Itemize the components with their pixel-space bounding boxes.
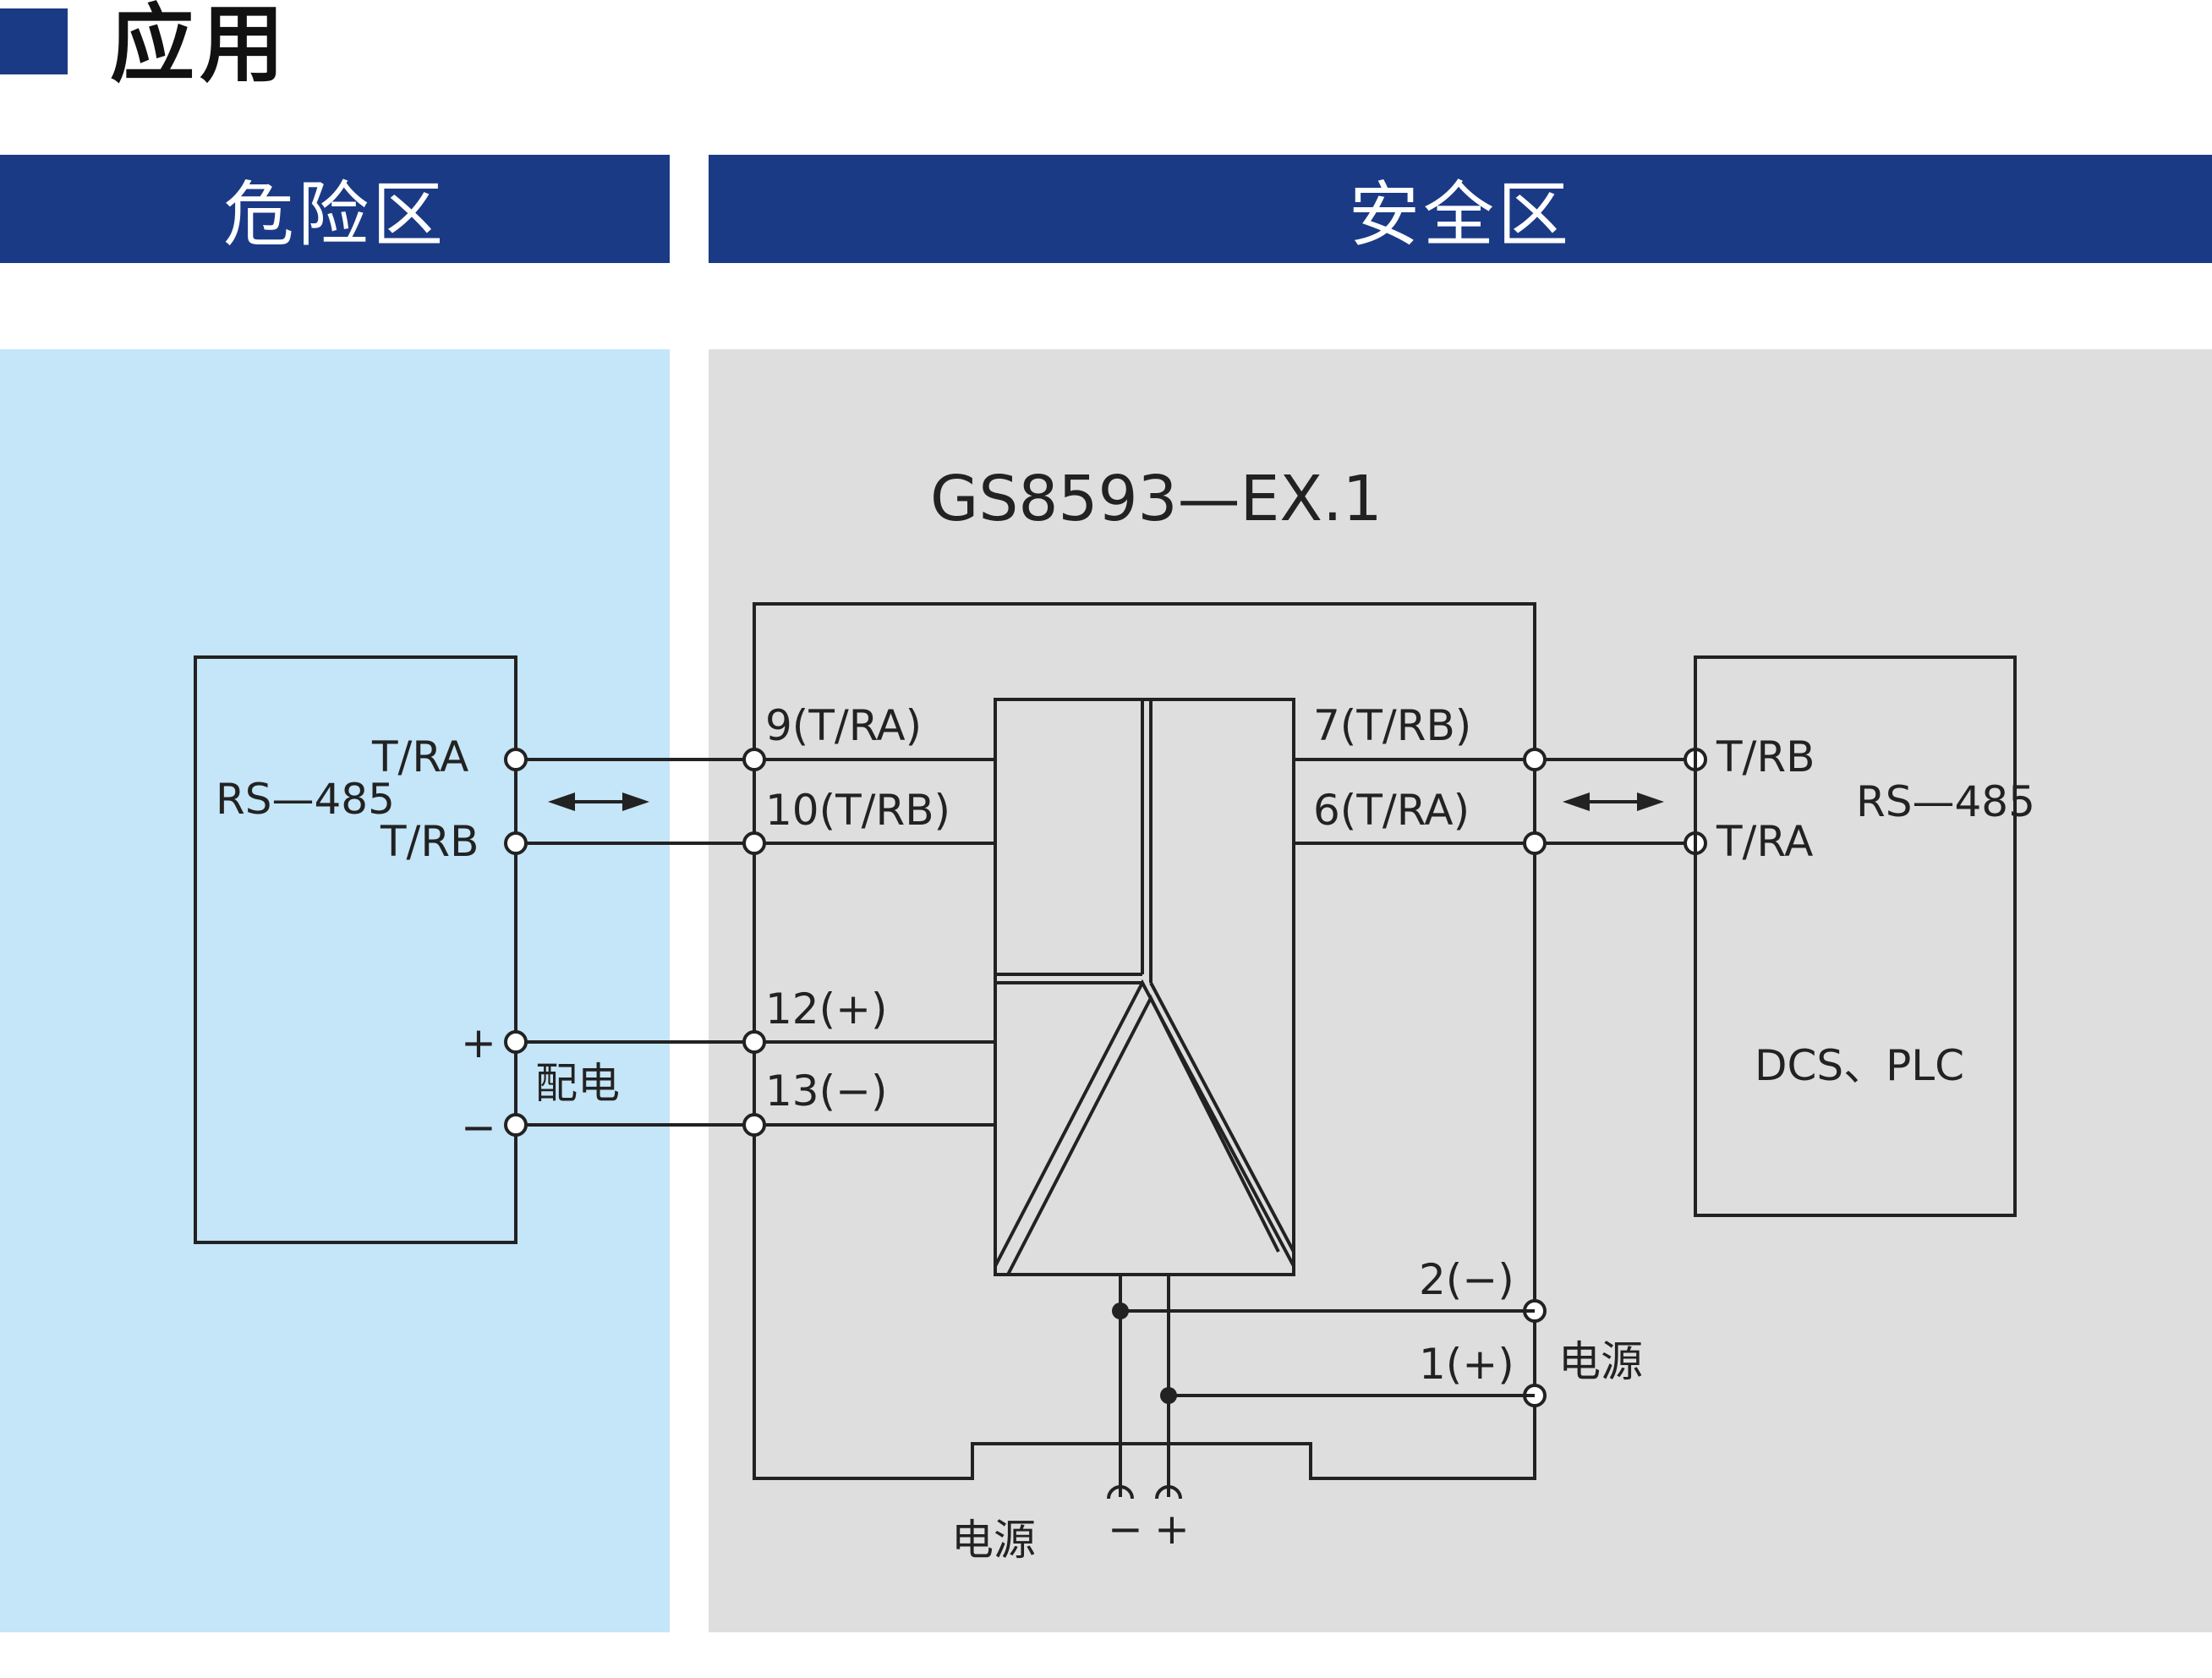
field-minus-label: − xyxy=(461,1103,496,1152)
terminal-10 xyxy=(742,831,766,855)
host-device-box xyxy=(1694,655,2017,1217)
field-power-label: 配电 xyxy=(535,1059,620,1108)
host-trb-label: T/RB xyxy=(1716,732,1815,781)
field-device-box xyxy=(194,655,517,1244)
module-power-label: 电源 xyxy=(1558,1337,1643,1386)
terminal-7 xyxy=(1523,748,1547,771)
isolator-triangle-edge xyxy=(1149,982,1295,1253)
bottom-minus-label: − xyxy=(1108,1505,1143,1554)
safe-zone-area xyxy=(709,349,2212,1632)
terminal-6 xyxy=(1523,831,1547,855)
field-trb-label: T/RB xyxy=(380,817,479,866)
field-plus-terminal xyxy=(504,1030,528,1054)
field-plus-label: + xyxy=(461,1018,496,1067)
terminal-12-label: 12(+) xyxy=(765,984,888,1034)
section-title: 应用 xyxy=(110,0,289,94)
bottom-power-label: 电源 xyxy=(951,1516,1036,1565)
hazard-zone-area xyxy=(0,349,670,1632)
safe-zone-header: 安全区 xyxy=(709,155,2212,263)
terminal-13-label: 13(−) xyxy=(765,1067,888,1116)
host-device-name: DCS、PLC xyxy=(1755,1041,1964,1090)
isolator-triangle-outer xyxy=(994,979,1295,1267)
host-protocol-label: RS—485 xyxy=(1856,777,2035,826)
bottom-plus-connector-icon xyxy=(1155,1485,1182,1500)
field-minus-terminal xyxy=(504,1113,528,1137)
field-tra-label: T/RA xyxy=(371,732,468,781)
section-marker xyxy=(0,8,68,74)
terminal-6-label: 6(T/RA) xyxy=(1313,786,1470,835)
terminal-1-label: 1(+) xyxy=(1419,1340,1514,1389)
junction-plus xyxy=(1160,1387,1177,1404)
host-tra-label: T/RA xyxy=(1716,817,1813,866)
bidirectional-arrow-left-icon xyxy=(548,792,649,811)
module-title: GS8593—EX.1 xyxy=(930,463,1382,535)
field-trb-terminal xyxy=(504,831,528,855)
isolator-block xyxy=(994,698,1295,1276)
bottom-minus-connector-icon xyxy=(1107,1485,1134,1500)
bottom-plus-label: + xyxy=(1154,1505,1190,1554)
module-outline xyxy=(753,602,1536,1480)
terminal-12 xyxy=(742,1030,766,1054)
terminal-7-label: 7(T/RB) xyxy=(1313,701,1471,750)
field-tra-terminal xyxy=(504,748,528,771)
junction-minus xyxy=(1112,1302,1129,1319)
terminal-9-label: 9(T/RA) xyxy=(765,701,922,750)
field-device-name: RS—485 xyxy=(216,775,395,824)
terminal-10-label: 10(T/RB) xyxy=(765,786,950,835)
isolator-triangle-inner xyxy=(1006,994,1280,1275)
terminal-13 xyxy=(742,1113,766,1137)
hazard-zone-header: 危险区 xyxy=(0,155,670,263)
bidirectional-arrow-right-icon xyxy=(1563,792,1664,811)
terminal-9 xyxy=(742,748,766,771)
terminal-2-label: 2(−) xyxy=(1419,1255,1514,1304)
